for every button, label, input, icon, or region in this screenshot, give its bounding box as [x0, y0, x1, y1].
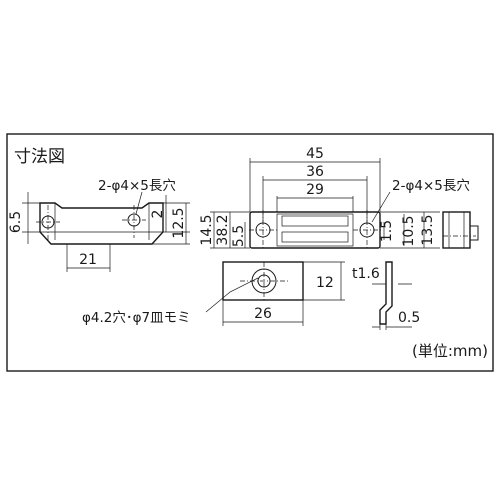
plate-side-view: t1.6 0.5 [352, 261, 420, 330]
dim-12-5: 12.5 [171, 207, 187, 238]
dim-45: 45 [306, 146, 324, 162]
plate-view: 26 12 φ4.2穴･φ7皿モミ [82, 261, 345, 326]
dim-5-5: 5.5 [231, 225, 247, 247]
plate-hole-label: φ4.2穴･φ7皿モミ [82, 310, 191, 326]
left-hole-label: 2-φ4×5長穴 [98, 178, 176, 194]
dim-36: 36 [306, 164, 324, 180]
dim-14-5: 14.5 [199, 214, 215, 245]
unit-note: (単位:mm) [412, 342, 488, 360]
left-view: 2-φ4×5長穴 6.5 2 12.5 21 [8, 178, 190, 272]
dim-2: 2 [150, 210, 166, 219]
dim-t1-6: t1.6 [352, 266, 380, 282]
dim-1-5: 1.5 [379, 220, 395, 242]
side-view [442, 211, 479, 249]
front-view: 2-φ4×5長穴 45 36 29 14.5 38.2 5.5 1.5 10.5… [199, 146, 470, 250]
drawing-title: 寸法図 [14, 147, 65, 167]
dim-38-2: 38.2 [215, 214, 231, 245]
right-hole-label: 2-φ4×5長穴 [392, 178, 470, 194]
dim-10-5: 10.5 [401, 215, 417, 246]
dim-21: 21 [79, 252, 97, 268]
dim-6-5: 6.5 [8, 211, 24, 233]
dim-0-5: 0.5 [398, 310, 420, 326]
dim-26: 26 [254, 306, 272, 322]
dim-12: 12 [316, 275, 334, 291]
dim-29: 29 [306, 182, 324, 198]
dim-13-5: 13.5 [420, 214, 436, 245]
